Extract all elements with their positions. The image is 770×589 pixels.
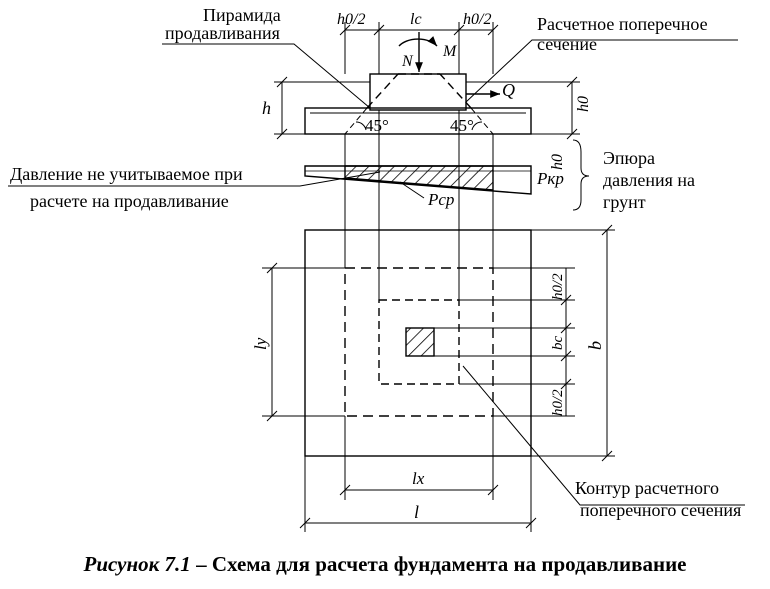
caption-dash: –	[190, 552, 212, 576]
pyramid-label-line1: Пирамида	[203, 5, 281, 25]
column-stub	[369, 73, 467, 111]
ly-dimension	[262, 262, 345, 422]
moment-M-arrow	[398, 36, 438, 47]
loads	[398, 32, 500, 98]
ignored-pressure-hatch	[344, 165, 494, 191]
pyramid-label: Пирамида продавливания	[165, 5, 281, 43]
foundation-plan	[304, 229, 532, 457]
footing-section	[304, 73, 532, 135]
symbol-P-kr: Pкр	[536, 169, 564, 188]
foundation-slab	[304, 107, 532, 135]
top-dimension	[339, 22, 499, 74]
epure-label-line2: давления на	[603, 170, 695, 190]
contour-label-line1: Контур расчетного	[575, 478, 719, 498]
section-label-line1: Расчетное поперечное	[537, 14, 708, 34]
epure-label: Эпюра давления на грунт	[603, 148, 695, 212]
symbol-lx: lx	[412, 469, 425, 488]
projection-lines	[344, 110, 494, 300]
symbol-Q: Q	[502, 80, 515, 100]
h0-dimension	[466, 76, 580, 140]
symbol-h0-half-left: h0/2	[337, 11, 365, 28]
pyramid-label-line2: продавливания	[165, 23, 280, 43]
symbol-h0-half-top: h0/2	[550, 273, 566, 300]
symbol-ly: ly	[251, 337, 270, 350]
lx-dimension	[339, 416, 499, 500]
symbol-h0-right: h0	[575, 96, 592, 112]
column-section	[405, 327, 435, 357]
angle-right: 45°	[450, 116, 474, 135]
symbol-h: h	[262, 98, 271, 118]
symbol-h0-half-right: h0/2	[463, 11, 491, 28]
symbol-bc: bc	[550, 336, 566, 351]
foundation-outline	[304, 229, 532, 457]
caption-label: Рисунок 7.1	[83, 552, 191, 576]
symbol-h0-half-bottom: h0/2	[550, 389, 566, 416]
symbol-N: N	[401, 53, 414, 70]
punching-pyramid-faces	[366, 73, 472, 109]
caption-text: Схема для расчета фундамента на продавли…	[211, 552, 687, 576]
angle-left: 45°	[365, 116, 389, 135]
section-label: Расчетное поперечное сечение	[537, 14, 708, 54]
symbol-P-sr: Pср	[427, 190, 454, 209]
design-section-contour	[378, 299, 460, 385]
leader-lines	[8, 39, 745, 506]
soil-pressure-epure	[304, 165, 532, 195]
l-dimension	[299, 456, 537, 532]
punching-scheme-diagram: Пирамида продавливания Расчетное попереч…	[8, 5, 745, 532]
symbol-b: b	[585, 341, 605, 350]
pressure-ignored-line1: Давление не учитываемое при	[10, 164, 243, 184]
pressure-ignored-label: Давление не учитываемое при расчете на п…	[10, 164, 243, 211]
symbol-l: l	[414, 502, 419, 522]
symbol-lc: lc	[410, 11, 422, 28]
figure-caption: Рисунок 7.1 – Схема для расчета фундамен…	[0, 552, 770, 577]
pressure-ignored-line2: расчете на продавливание	[30, 191, 229, 211]
h-dimension	[274, 76, 370, 140]
symbol-h0-epure: h0	[549, 154, 566, 170]
epure-brace	[572, 139, 590, 211]
epure-label-line1: Эпюра	[603, 148, 655, 168]
contour-label: Контур расчетного поперечного сечения	[575, 478, 741, 520]
epure-label-line3: грунт	[603, 192, 646, 212]
pyramid-base-contour	[344, 267, 494, 417]
section-label-line2: сечение	[537, 34, 597, 54]
symbol-M: M	[442, 43, 458, 60]
contour-label-line2: поперечного сечения	[580, 500, 741, 520]
b-dimension	[531, 224, 615, 462]
